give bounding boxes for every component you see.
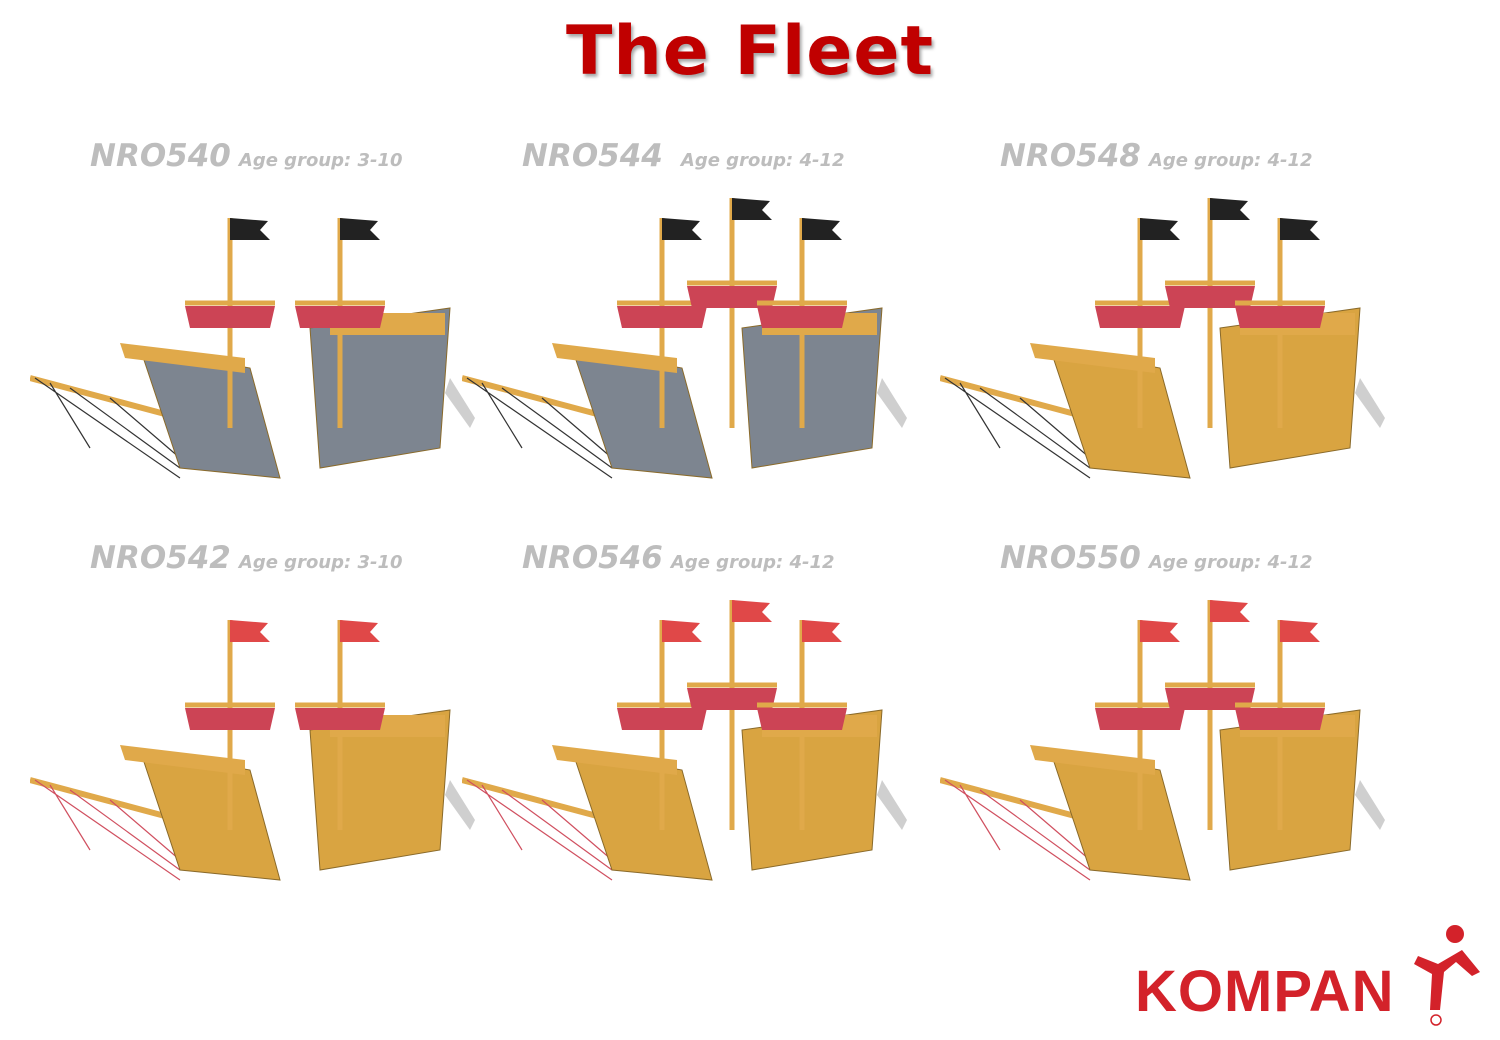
flag [340,620,380,642]
flag [1140,218,1180,240]
slide [1355,378,1385,428]
ship-code: NRO544 [522,138,663,174]
rigging-net [466,779,613,881]
bowsprit [940,375,1091,421]
age-group: Age group: 4-12 [680,150,845,171]
age-group: Age group: 3-10 [238,150,403,171]
bowsprit [462,777,613,823]
bow-deck [552,343,677,373]
sail [687,688,777,710]
rigging-net [944,779,1091,881]
bow-deck [552,745,677,775]
bowsprit [940,777,1091,823]
logo-figure-icon [1414,925,1480,1026]
ship-image [940,600,1385,881]
ship-code: NRO540 [90,138,231,174]
slide [445,780,475,830]
flag [1280,620,1320,642]
sail [1235,306,1325,328]
sail [757,306,847,328]
age-group: Age group: 3-10 [238,552,403,573]
ship-image [462,198,907,479]
ship-code: NRO548 [1000,138,1141,174]
bow-deck [1030,745,1155,775]
ship-card: NRO544 Age group: 4-12 [462,138,992,518]
flag [732,600,772,622]
ship-card: NRO550 Age group: 4-12 [940,540,1470,920]
ship-code: NRO550 [1000,540,1141,576]
ship-image [30,620,475,881]
flag [1280,218,1320,240]
slide [877,780,907,830]
flag [1210,600,1250,622]
ship-card: NRO548 Age group: 4-12 [940,138,1470,518]
flag [662,218,702,240]
sail [1165,688,1255,710]
rigging-net [34,377,181,479]
sail [185,708,275,730]
sail [1095,306,1185,328]
flag [732,198,772,220]
sail [617,708,707,730]
flag [662,620,702,642]
kompan-logo: KOMPAN [1135,920,1495,1030]
sail [617,306,707,328]
ship-code: NRO542 [90,540,231,576]
ship-image [462,600,907,881]
bow-deck [120,745,245,775]
flag [1140,620,1180,642]
flag [230,620,270,642]
age-group: Age group: 4-12 [670,552,835,573]
age-group: Age group: 4-12 [1148,552,1313,573]
ship-code: NRO546 [522,540,663,576]
flag [230,218,270,240]
sail [757,708,847,730]
age-group: Age group: 4-12 [1148,150,1313,171]
ship-card: NRO546 Age group: 4-12 [462,540,992,920]
sail [1095,708,1185,730]
bowsprit [462,375,613,421]
rigging-net [466,377,613,479]
sail [295,708,385,730]
rigging-net [944,377,1091,479]
flag [802,620,842,642]
rigging-net [34,779,181,881]
bow-deck [1030,343,1155,373]
slide [445,378,475,428]
bow-deck [120,343,245,373]
sail [1235,708,1325,730]
ship-card: NRO540 Age group: 3-10 [30,138,560,518]
bowsprit [30,777,181,823]
slide [877,378,907,428]
page-title: The Fleet [565,12,935,91]
sail [295,306,385,328]
slide [1355,780,1385,830]
logo-text: KOMPAN [1135,959,1395,1024]
flag [802,218,842,240]
flag [340,218,380,240]
sail [185,306,275,328]
bowsprit [30,375,181,421]
ship-card: NRO542 Age group: 3-10 [30,540,560,920]
sail [687,286,777,308]
ship-image [30,218,475,479]
flag [1210,198,1250,220]
sail [1165,286,1255,308]
ship-image [940,198,1385,479]
